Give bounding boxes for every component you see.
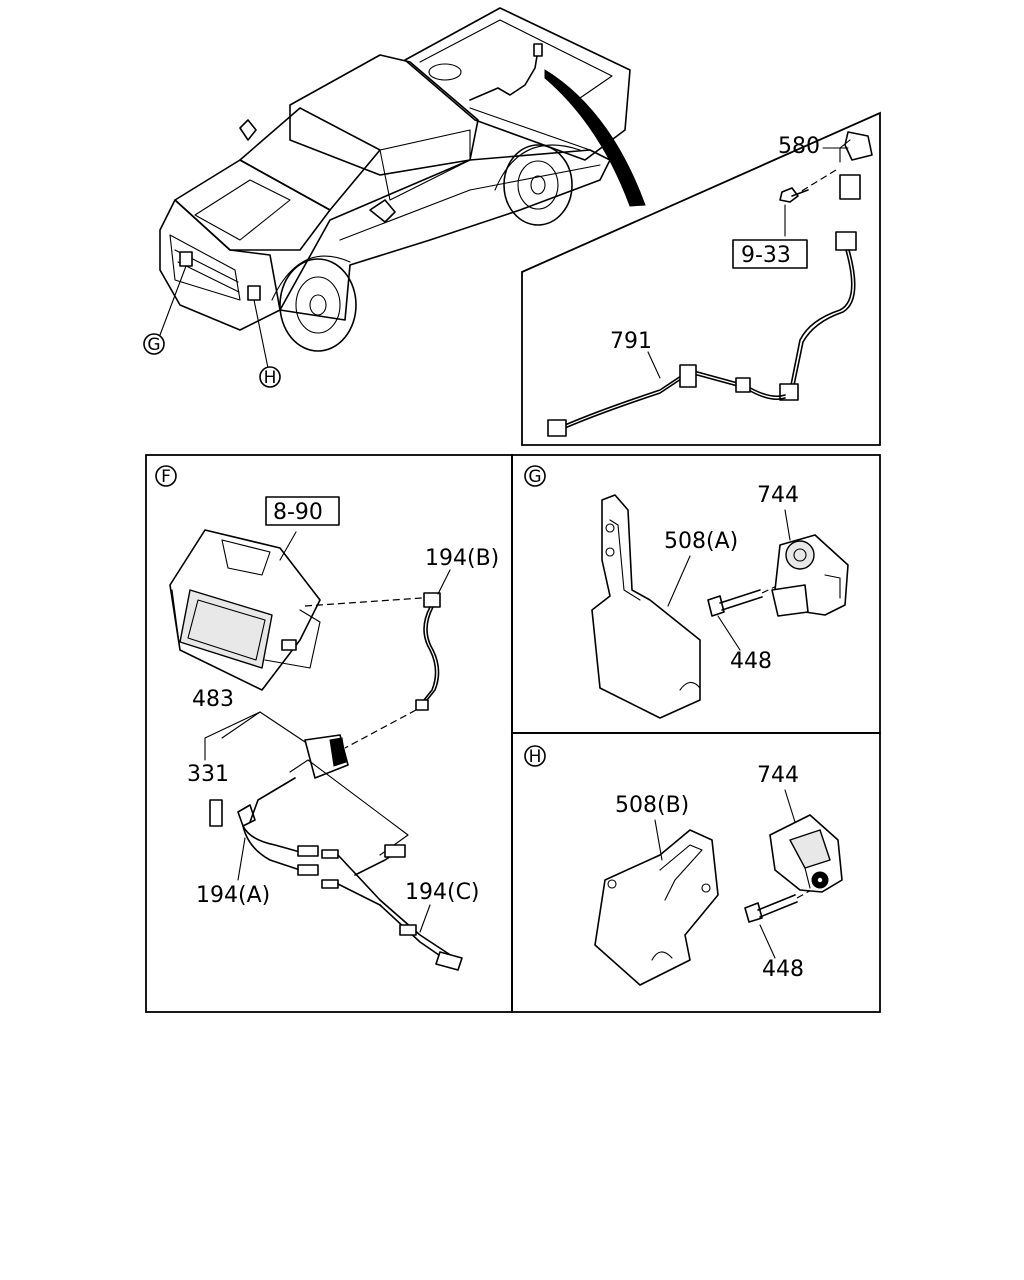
view-g-box-label: G: [528, 467, 541, 487]
view-h-illustration: [594, 789, 843, 986]
view-g-callout-label: G: [147, 335, 160, 355]
part-744-g-label: 744: [757, 483, 799, 508]
part-448-h-label: 448: [762, 957, 804, 982]
view-h-callout: H: [259, 366, 281, 388]
view-f-callout: F: [155, 465, 177, 487]
part-791-label: 791: [610, 329, 652, 354]
part-8-90-box: [265, 496, 340, 526]
part-483-label: 483: [192, 687, 234, 712]
part-580-label: 580: [778, 134, 820, 159]
part-194b-label: 194(B): [425, 546, 499, 571]
part-9-33-label: 9-33: [741, 243, 791, 268]
view-h-callout-box: H: [524, 745, 546, 767]
pickup-truck-illustration: [159, 7, 646, 352]
part-448-g-label: 448: [730, 649, 772, 674]
part-8-90-label: 8-90: [273, 500, 323, 525]
view-g-callout-box: G: [524, 465, 546, 487]
part-9-33-box: [732, 239, 808, 269]
part-508a-label: 508(A): [664, 529, 738, 554]
view-h-callout-label: H: [264, 368, 277, 388]
part-331-label: 331: [187, 762, 229, 787]
part-744-h-label: 744: [757, 763, 799, 788]
view-h-box-label: H: [529, 747, 542, 767]
view-h-panel: [511, 732, 881, 1013]
view-g-callout: G: [143, 333, 165, 355]
view-f-illustration: [169, 529, 463, 971]
part-194a-label: 194(A): [196, 883, 270, 908]
view-f-callout-label: F: [161, 467, 171, 487]
view-g-illustration: [591, 494, 849, 719]
harness-detail-panel: [521, 111, 881, 446]
part-508b-label: 508(B): [615, 793, 689, 818]
part-194c-label: 194(C): [405, 880, 480, 905]
